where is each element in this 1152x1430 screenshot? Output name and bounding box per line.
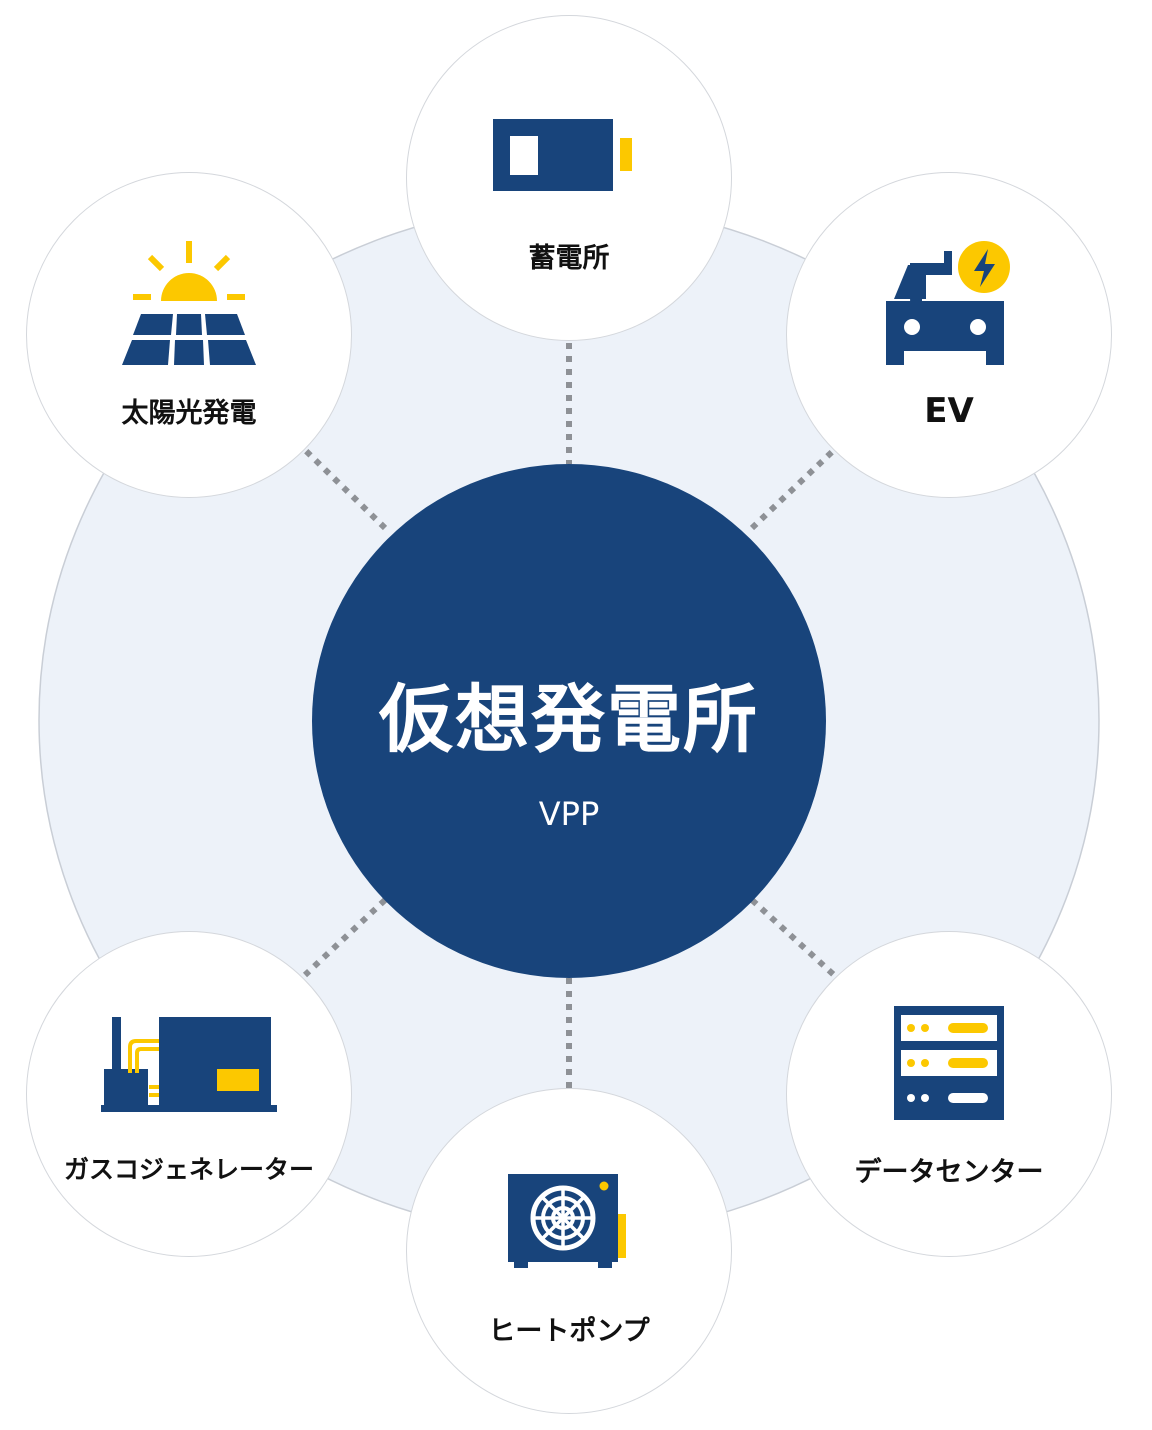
connector-ev [749,447,837,531]
connector-datacenter [749,897,837,978]
gas-generator-icon [101,1017,277,1112]
node-cogeneration: ガスコジェネレーター [26,931,352,1257]
ev-car-icon [886,241,1010,365]
node-ev-label: EV [924,391,974,431]
node-datacenter-label: データセンター [854,1157,1044,1188]
center-hub: 仮想発電所 VPP [312,464,826,978]
node-heatpump-label: ヒートポンプ [488,1316,650,1347]
node-datacenter: データセンター [786,931,1112,1257]
node-solar-label: 太陽光発電 [121,398,257,429]
battery-icon [493,119,632,191]
solar-panel-icon [122,241,256,365]
connector-cogeneration [302,897,388,978]
node-cogeneration-label: ガスコジェネレーター [63,1155,314,1184]
node-heatpump: ヒートポンプ [406,1088,732,1414]
node-ev: EV [786,172,1112,498]
connector-solar [302,447,388,531]
node-storage: 蓄電所 [406,15,732,341]
server-rack-icon [894,1006,1004,1120]
node-solar: 太陽光発電 [26,172,352,498]
node-storage-label: 蓄電所 [528,243,610,274]
center-title: 仮想発電所 [379,677,759,763]
heat-pump-fan-icon [508,1174,626,1268]
center-subtitle: VPP [538,795,600,833]
